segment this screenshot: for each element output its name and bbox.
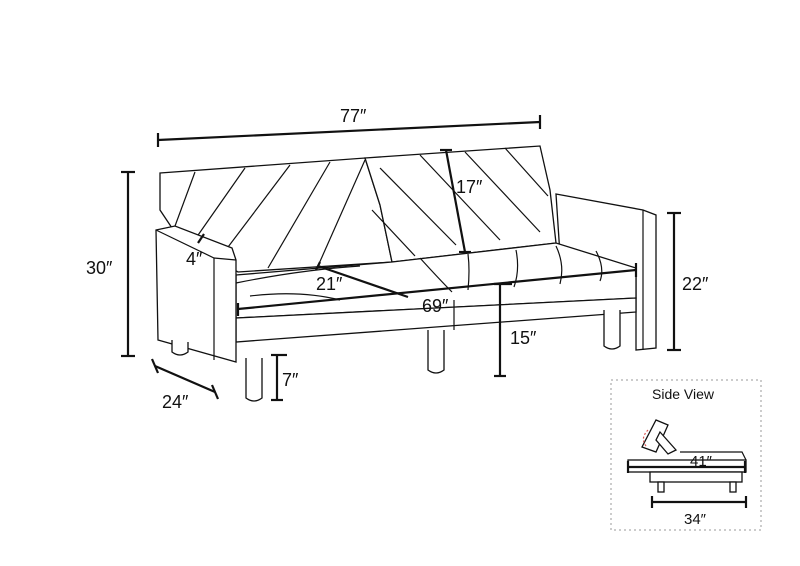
side-view-base-length: 34″ — [684, 511, 707, 528]
label-depth: 24″ — [162, 392, 189, 412]
label-seat-width: 69″ — [422, 296, 449, 316]
label-overall-height: 30″ — [86, 258, 113, 278]
seat-stitching — [235, 245, 603, 301]
recline-arc-icon — [642, 429, 649, 447]
side-view-panel: Side View 41″ 34″ — [610, 379, 762, 531]
dimension-labels: 77″ 30″ 22″ 24″ 7″ 15″ 17″ 4″ 21″ 69″ — [86, 106, 709, 412]
side-view-bed-length: 41″ — [690, 453, 713, 470]
label-arm-height: 22″ — [682, 274, 709, 294]
sofa-legs — [171, 310, 621, 402]
label-leg-height: 7″ — [282, 370, 299, 390]
backrest-stitching — [174, 147, 549, 269]
dimension-lines — [121, 115, 681, 402]
label-overall-width: 77″ — [340, 106, 367, 126]
label-seat-depth: 21″ — [316, 274, 343, 294]
sofa-drawing — [155, 145, 657, 402]
backrest-right — [364, 145, 557, 263]
side-view-title: Side View — [652, 386, 715, 402]
label-seat-height: 15″ — [510, 328, 537, 348]
armrest-left — [155, 225, 237, 363]
label-arm-width: 4″ — [186, 249, 203, 269]
label-back-height: 17″ — [456, 177, 483, 197]
